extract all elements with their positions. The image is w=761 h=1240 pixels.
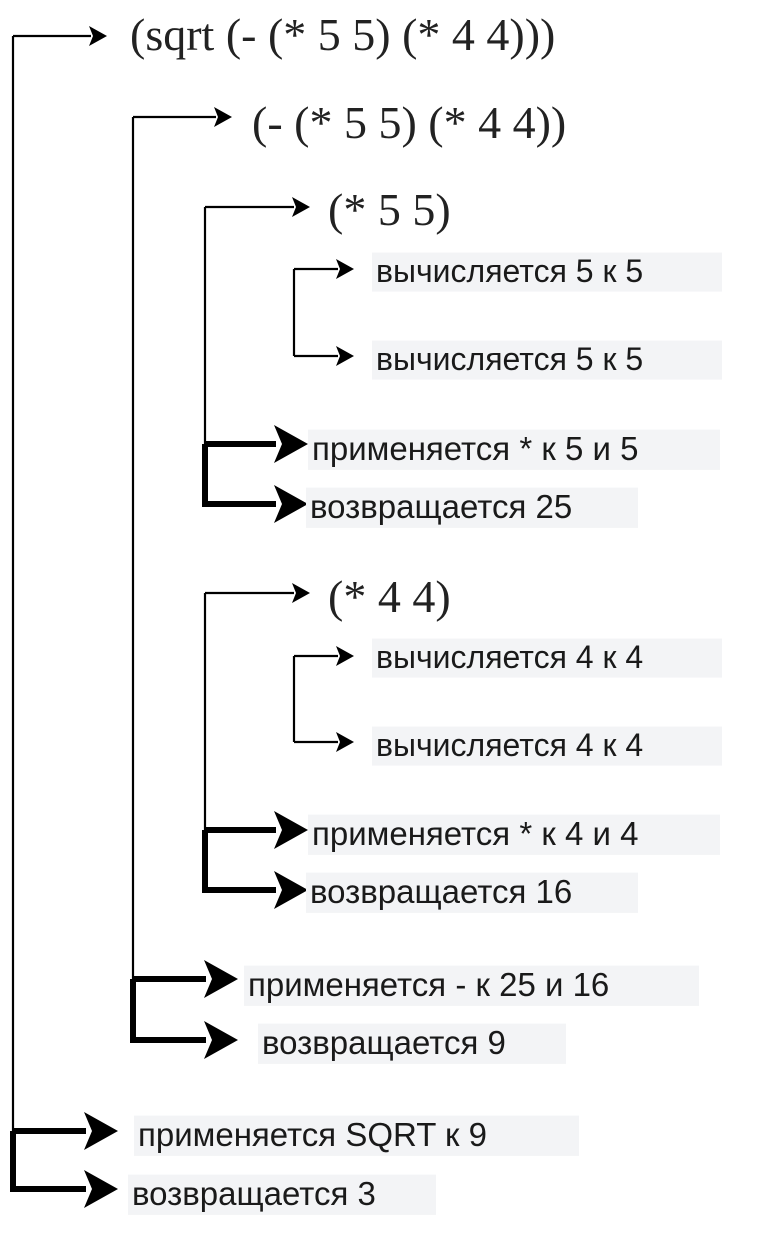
node-eval-5-a: вычисляется 5 к 5: [372, 252, 722, 292]
arrowhead-icon: [274, 425, 308, 463]
node-return-25: возвращается 25: [306, 487, 638, 528]
step-background: [306, 487, 638, 528]
step-label: применяется SQRT к 9: [138, 1116, 487, 1153]
arrowhead-icon: [204, 960, 238, 998]
expression-label: (- (* 5 5) (* 4 4)): [252, 97, 566, 148]
step-label: возвращается 16: [310, 873, 572, 910]
connector-eval-4-a: [292, 646, 354, 752]
arrowhead-icon: [292, 583, 310, 603]
arrowhead-icon: [274, 811, 308, 849]
expression-label: (* 5 5): [328, 184, 451, 235]
connector-expr-mul-4: [202, 583, 310, 909]
node-return-16: возвращается 16: [306, 872, 638, 913]
connector-eval-5-a: [292, 259, 354, 366]
step-background: [128, 1174, 436, 1215]
arrowhead-icon: [274, 485, 308, 523]
step-label: применяется * к 5 и 5: [312, 430, 638, 467]
step-background: [372, 726, 722, 766]
connector-expr-sqrt: [10, 26, 118, 1208]
node-expr-sub: (- (* 5 5) (* 4 4)): [252, 97, 566, 148]
arrowhead-icon: [84, 1170, 118, 1208]
step-background: [258, 1023, 566, 1064]
step-background: [372, 638, 722, 678]
arrowhead-icon: [336, 346, 354, 366]
node-apply-sub: применяется - к 25 и 16: [244, 965, 699, 1006]
node-eval-5-b: вычисляется 5 к 5: [372, 340, 722, 380]
arrowhead-icon: [336, 646, 354, 666]
arrowhead-icon: [204, 1021, 238, 1059]
node-eval-4-b: вычисляется 4 к 4: [372, 726, 722, 766]
node-layer: (sqrt (- (* 5 5) (* 4 4))) (- (* 5 5) (* …: [128, 9, 722, 1215]
node-apply-sqrt: применяется SQRT к 9: [134, 1115, 579, 1156]
step-label: вычисляется 4 к 4: [376, 727, 643, 763]
step-background: [372, 340, 722, 380]
step-label: применяется - к 25 и 16: [248, 966, 609, 1003]
connector-expr-sub: [130, 107, 238, 1059]
node-return-9: возвращается 9: [258, 1023, 566, 1064]
arrowhead-icon: [292, 197, 310, 217]
expression-label: (* 4 4): [328, 571, 451, 622]
step-background: [134, 1115, 579, 1156]
arrowhead-icon: [84, 1112, 118, 1150]
step-background: [372, 252, 722, 292]
step-label: применяется * к 4 и 4: [312, 815, 638, 852]
step-background: [244, 965, 699, 1006]
step-label: возвращается 9: [262, 1024, 506, 1061]
node-apply-mul-5: применяется * к 5 и 5: [308, 429, 720, 470]
connector-expr-mul-5: [202, 197, 310, 523]
step-label: возвращается 25: [310, 488, 572, 525]
step-label: вычисляется 5 к 5: [376, 253, 643, 289]
arrowhead-icon: [89, 26, 107, 46]
node-return-3: возвращается 3: [128, 1174, 436, 1215]
step-background: [308, 814, 720, 855]
arrowhead-icon: [336, 732, 354, 752]
arrowhead-icon: [336, 259, 354, 279]
step-background: [308, 429, 720, 470]
connector-layer: [10, 26, 354, 1208]
node-expr-mul-4: (* 4 4): [328, 571, 451, 622]
step-label: вычисляется 4 к 4: [376, 639, 643, 675]
step-background: [306, 872, 638, 913]
arrowhead-icon: [214, 107, 232, 127]
expression-label: (sqrt (- (* 5 5) (* 4 4))): [130, 9, 555, 60]
arrowhead-icon: [274, 871, 308, 909]
step-label: вычисляется 5 к 5: [376, 341, 643, 377]
node-apply-mul-4: применяется * к 4 и 4: [308, 814, 720, 855]
node-expr-sqrt: (sqrt (- (* 5 5) (* 4 4))): [130, 9, 555, 60]
step-label: возвращается 3: [132, 1175, 376, 1212]
node-expr-mul-5: (* 5 5): [328, 184, 451, 235]
node-eval-4-a: вычисляется 4 к 4: [372, 638, 722, 678]
